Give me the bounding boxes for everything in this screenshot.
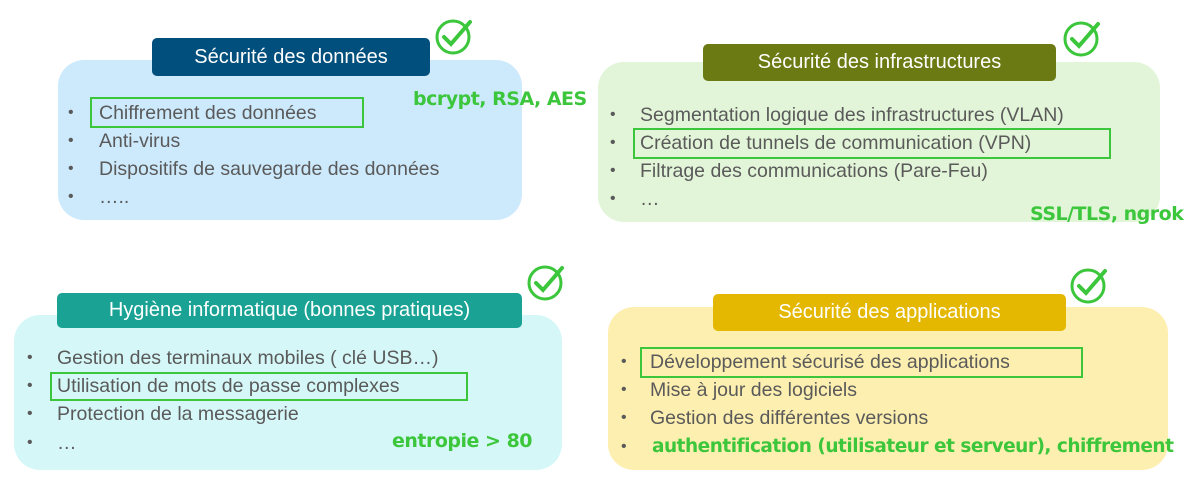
list-item: … [640,188,660,210]
bullet: • [610,106,616,123]
bullet: • [27,434,33,451]
list-item: Segmentation logique des infrastructures… [640,104,1064,126]
bullet: • [610,134,616,151]
list-item: Protection de la messagerie [57,403,299,425]
bullet: • [621,353,627,370]
check-icon [1070,268,1107,304]
bullet: • [621,409,627,426]
annotation: entropie > 80 [392,430,533,452]
list-item: Développement sécurisé des applications [650,351,1010,373]
list-item: Filtrage des communications (Pare-Feu) [640,160,988,182]
bullet: • [621,381,627,398]
list-item: Mise à jour des logiciels [650,379,858,401]
list-item: Dispositifs de sauvegarde des données [99,158,440,180]
panel-infrastructure-security [598,62,1160,222]
list-item: Gestion des différentes versions [650,407,929,429]
bullet: • [621,438,627,455]
bullet: • [68,188,74,205]
bullet: • [68,132,74,149]
bullet: • [68,104,74,121]
annotation: authentification (utilisateur et serveur… [652,436,1174,457]
check-icon [1063,21,1100,57]
highlight-box [633,128,1111,159]
check-icon [435,19,472,55]
bullet: • [27,405,33,422]
list-item: ….. [99,186,130,208]
panel-title: Sécurité des applications [713,294,1066,331]
panel-it-hygiene [14,315,562,470]
bullet: • [27,349,33,366]
bullet: • [610,162,616,179]
bullet: • [610,190,616,207]
panel-title: Sécurité des données [152,38,430,76]
list-item: Création de tunnels de communication (VP… [640,132,1032,154]
highlight-box [50,372,468,401]
panel-title: Sécurité des infrastructures [703,44,1056,81]
panel-data-security [58,60,522,220]
panel-application-security [608,307,1168,470]
bullet: • [27,377,33,394]
list-item: Chiffrement des données [99,102,317,124]
annotation: bcrypt, RSA, AES [413,88,587,110]
panel-title: Hygiène informatique (bonnes pratiques) [57,293,522,328]
highlight-box [90,97,364,128]
list-item: Gestion des terminaux mobiles ( clé USB…… [57,347,439,369]
annotation: SSL/TLS, ngrok [1030,203,1184,225]
bullet: • [68,160,74,177]
list-item: Anti-virus [99,130,181,152]
list-item: Utilisation de mots de passe complexes [57,375,400,397]
highlight-box [640,347,1083,378]
list-item: … [57,432,77,454]
check-icon [527,265,564,301]
